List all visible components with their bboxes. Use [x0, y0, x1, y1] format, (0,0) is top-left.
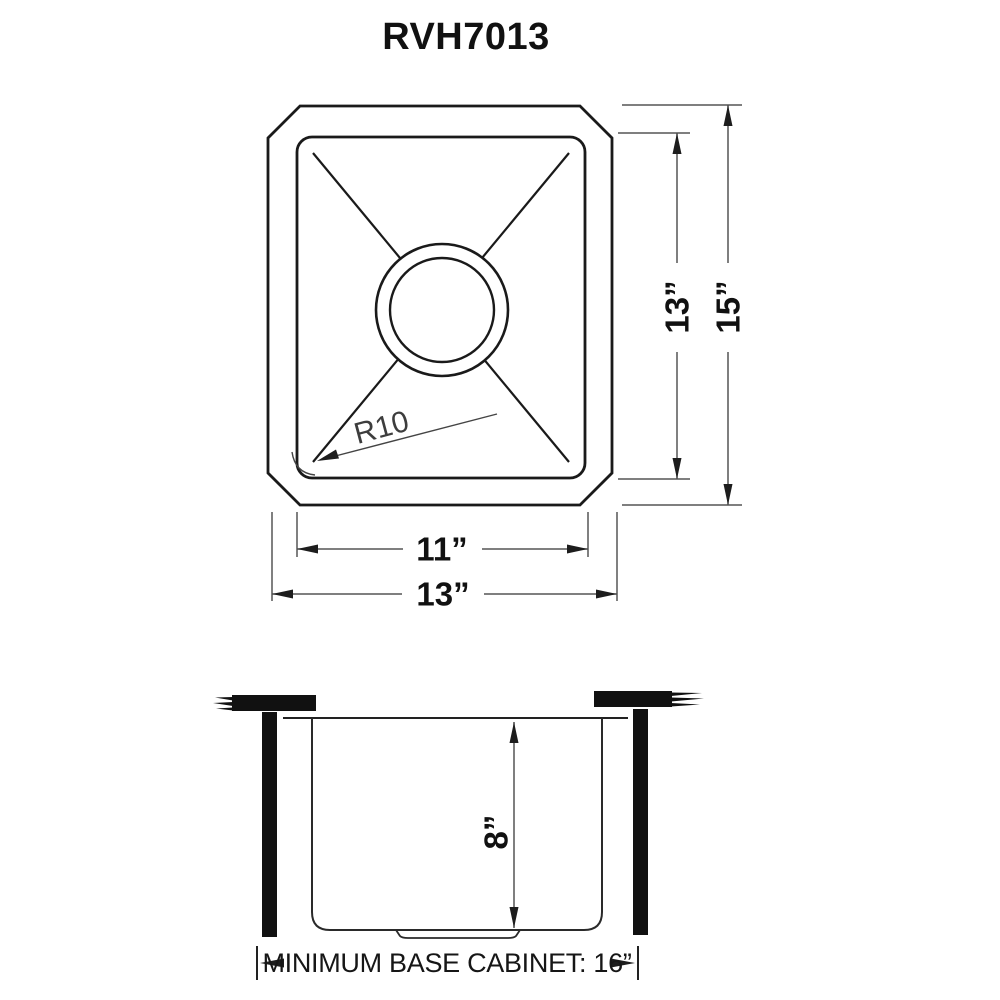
dimension-arrowhead [297, 544, 318, 554]
dimension-arrowhead [272, 589, 293, 599]
dimension-arrowhead [672, 458, 682, 479]
plan-horizontal-dimensions: 11” 13” [271, 512, 618, 613]
sink-outer-rim-outline [266, 104, 614, 507]
base-cabinet-note: MINIMUM BASE CABINET: 16” [262, 948, 631, 978]
outer-height-dimension-label: 15” [710, 280, 747, 333]
cabinet-wall-right [633, 709, 648, 935]
inner-width-dimension-label: 11” [416, 531, 467, 568]
outer-width-dimension-label: 13” [416, 576, 469, 613]
depth-dimension-label: 8” [478, 815, 515, 850]
plan-vertical-dimensions: 13” 15” [618, 104, 747, 506]
countertop-break-streak [215, 697, 233, 701]
dimension-arrowhead [567, 544, 588, 554]
countertop-break-streak [671, 697, 704, 702]
countertop-left-bar [232, 695, 316, 711]
inner-height-dimension-label: 13” [659, 280, 696, 333]
radius-leader-line [319, 413, 498, 461]
dimension-arrowhead [723, 484, 733, 505]
corner-radius-label: R10 [351, 405, 413, 451]
dimension-arrowhead [723, 105, 733, 126]
cabinet-wall-left [262, 712, 277, 937]
sink-bowl-outline [295, 135, 587, 480]
note-arrowhead-right [611, 958, 635, 968]
countertop-break-streak [671, 692, 702, 696]
drain-outer-circle [374, 242, 510, 378]
dimension-arrowhead [509, 907, 519, 928]
dimension-arrowhead [509, 722, 519, 743]
bowl-section-outline [311, 718, 603, 931]
countertop-break-streak [213, 702, 233, 706]
section-view: 8” MINIMUM BASE CABINET: 16” [213, 691, 704, 980]
dimension-arrowhead [596, 589, 617, 599]
note-arrowhead-left [260, 958, 284, 968]
plan-view: R10 [266, 104, 614, 507]
drawing-title: RVH7013 [382, 16, 550, 58]
countertop-right-bar [594, 691, 672, 707]
drain-fitting-outline [395, 929, 521, 939]
dimension-arrowhead [672, 133, 682, 154]
countertop-break-streak [671, 703, 700, 707]
corner-radius-arc-mark [291, 451, 316, 476]
radius-leader-arrowhead [317, 449, 339, 461]
countertop-break-streak [216, 707, 233, 711]
drain-inner-circle [388, 256, 496, 364]
